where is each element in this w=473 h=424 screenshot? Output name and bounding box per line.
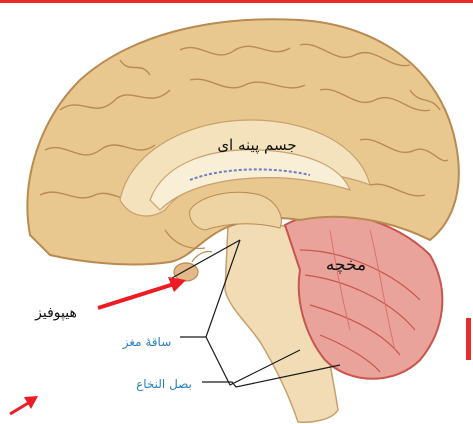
label-medulla: بصل النخاع bbox=[136, 377, 192, 391]
label-cerebellum: مخچه bbox=[326, 255, 366, 275]
label-pituitary: هیپوفیز bbox=[34, 305, 77, 321]
red-arrow-icon bbox=[98, 277, 186, 308]
edge-mark bbox=[466, 318, 471, 360]
label-corpus-callosum: جسم پینه ای bbox=[217, 136, 296, 155]
top-rule bbox=[0, 0, 473, 3]
red-arrow-fragment-icon bbox=[10, 396, 38, 414]
label-brainstem: ساقهٔ مغز bbox=[122, 335, 172, 350]
